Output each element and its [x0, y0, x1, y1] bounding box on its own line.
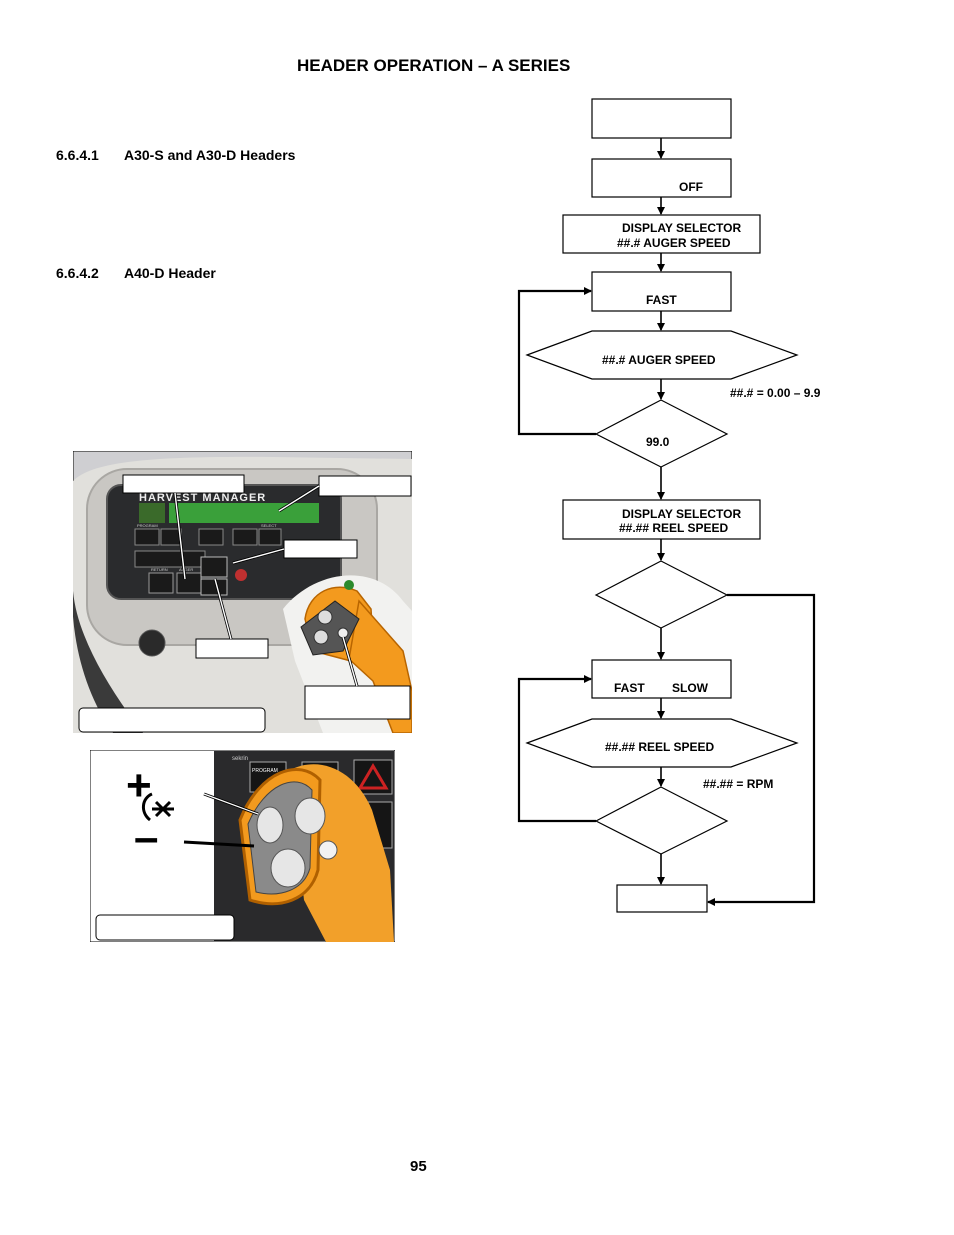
callout-box-1: [122, 474, 245, 494]
svg-text:PROGRAM: PROGRAM: [252, 768, 278, 774]
console-photo: HARVEST MANAGER PROGRAM SELECT RETURN AU…: [73, 451, 412, 733]
panel-brand-text: HARVEST MANAGER: [139, 492, 266, 504]
flow-slow-label: SLOW: [672, 681, 708, 695]
flow-hex-reel-label: ##.## REEL SPEED: [605, 740, 715, 754]
return-label: RETURN: [151, 567, 168, 572]
page-number: 95: [410, 1158, 427, 1175]
flow-box-end: [616, 884, 708, 913]
section-title: A30-S and A30-D Headers: [124, 147, 296, 163]
minus-sign: –: [134, 813, 158, 862]
svg-text:+: +: [126, 761, 152, 810]
page-title: HEADER OPERATION – A SERIES: [297, 56, 571, 75]
flow-fast-label: FAST: [646, 293, 677, 307]
program-label: PROGRAM: [137, 523, 158, 528]
select-label: SELECT: [261, 523, 277, 528]
plus-sign: +: [126, 761, 152, 810]
section-heading-a30: 6.6.4.1 A30-S and A30-D Headers: [56, 147, 295, 163]
flow-diamond-auger: [594, 399, 729, 468]
caption-box: [78, 707, 266, 733]
flow-box-start: [591, 98, 732, 139]
lcd-display: [169, 503, 319, 523]
flow-fast-label-2: FAST: [614, 681, 645, 695]
callout-box-2: [318, 475, 412, 497]
flow-box-display-reel: [562, 499, 761, 540]
auger-button: [176, 572, 202, 594]
flow-auger-speed-label: ##.# AUGER SPEED: [617, 236, 731, 250]
section-title: A40-D Header: [124, 265, 216, 281]
flow-off-label: OFF: [679, 180, 703, 194]
flow-diamond-reel: [594, 560, 729, 629]
flow-box-off: [591, 158, 732, 198]
callout-box-3: [283, 539, 358, 559]
svg-text:SELECT: SELECT: [261, 523, 277, 528]
svg-text:AUGER: AUGER: [179, 567, 193, 572]
flow-box-fast: [591, 271, 732, 312]
flow-reel-range: ##.## = RPM: [703, 777, 774, 791]
flow-display-selector-label: DISPLAY SELECTOR: [622, 221, 742, 235]
flow-reel-speed-label: ##.## REEL SPEED: [619, 521, 729, 535]
svg-text:sekrin: sekrin: [232, 756, 248, 762]
flow-auger-range: ##.# = 0.00 – 9.9: [730, 386, 821, 400]
flow-hex-reel: [525, 718, 799, 768]
flow-diamond-reel-2: [594, 786, 729, 855]
flow-hex-auger-label: ##.# AUGER SPEED: [602, 353, 716, 367]
section-number: 6.6.4.2: [56, 265, 99, 281]
return-button: [148, 572, 174, 594]
section-number: 6.6.4.1: [56, 147, 99, 163]
reel-speed-icon: [142, 792, 174, 822]
reel-button: [200, 556, 228, 578]
flow-hex-auger: [525, 330, 799, 380]
photo2-brand: sekrin: [232, 756, 248, 762]
svg-text:PROGRAM: PROGRAM: [137, 523, 158, 528]
callout-box-5: [304, 685, 411, 720]
flow-box-display-auger: [562, 214, 761, 254]
svg-text:HARVEST MANAGER: HARVEST MANAGER: [139, 492, 266, 504]
upper-button: [256, 806, 284, 844]
joystick-photo: sekrin PROGRAM + –: [90, 750, 395, 942]
section-heading-a40: 6.6.4.2 A40-D Header: [56, 265, 216, 281]
callout-box-4: [195, 638, 269, 659]
photo2-program-label: PROGRAM: [252, 768, 278, 774]
flow-display-selector-label-2: DISPLAY SELECTOR: [622, 507, 742, 521]
lower-button: [270, 848, 306, 888]
flow-box-fast-slow: [591, 659, 732, 699]
svg-text:–: –: [134, 813, 158, 862]
auger-label: AUGER: [179, 567, 193, 572]
flow-diamond-value: 99.0: [646, 435, 670, 449]
svg-text:RETURN: RETURN: [151, 567, 168, 572]
caption-box-2: [95, 914, 235, 941]
